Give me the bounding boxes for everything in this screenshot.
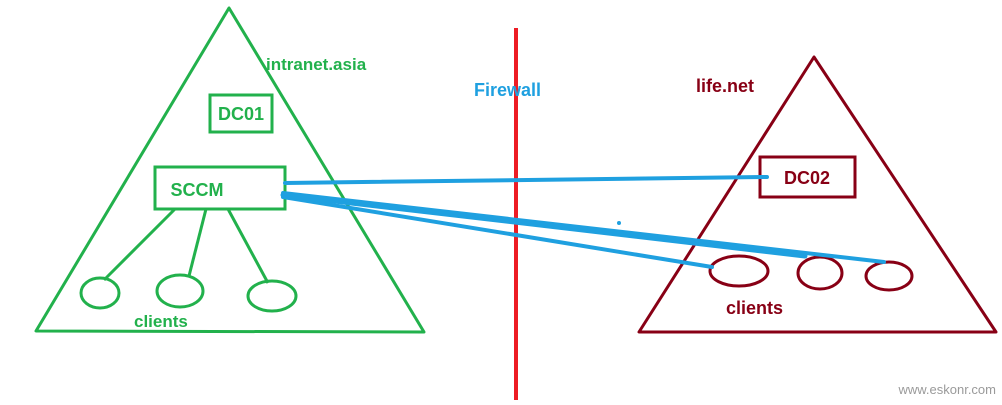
- left-domain: intranet.asia DC01 SCCM clients: [34, 6, 426, 334]
- right-client-2: [796, 255, 844, 291]
- right-domain: life.net DC02 clients: [637, 55, 998, 334]
- firewall: Firewall: [474, 28, 541, 400]
- dc01-label: DC01: [218, 104, 264, 124]
- left-client-1: [79, 276, 121, 310]
- sccm-client-link-3: [226, 208, 270, 284]
- sccm-to-right-client-2-link: [280, 192, 808, 259]
- left-client-3: [246, 279, 298, 313]
- left-client-2: [155, 273, 205, 309]
- sccm-label: SCCM: [171, 180, 224, 200]
- right-clients-label: clients: [726, 298, 783, 318]
- firewall-label: Firewall: [474, 80, 541, 100]
- stray-dot: [617, 221, 621, 225]
- dc01-box: [208, 93, 274, 134]
- right-domain-triangle: [637, 55, 998, 334]
- sccm-box: [153, 165, 287, 211]
- sccm-to-right-client-3-link: [281, 191, 886, 264]
- right-domain-name: life.net: [696, 76, 754, 96]
- connections: [280, 175, 886, 269]
- right-client-3: [864, 260, 914, 292]
- right-client-1: [708, 254, 770, 288]
- left-domain-name: intranet.asia: [266, 55, 367, 74]
- sccm-to-dc02-link: [283, 175, 769, 185]
- left-domain-triangle: [34, 6, 426, 334]
- sccm-client-link-1: [102, 207, 177, 282]
- sccm-to-right-client-1-link: [281, 195, 714, 269]
- sccm-client-link-2: [187, 208, 208, 277]
- dc02-label: DC02: [784, 168, 830, 188]
- left-clients-label: clients: [134, 312, 188, 331]
- watermark: www.eskonr.com: [897, 382, 996, 397]
